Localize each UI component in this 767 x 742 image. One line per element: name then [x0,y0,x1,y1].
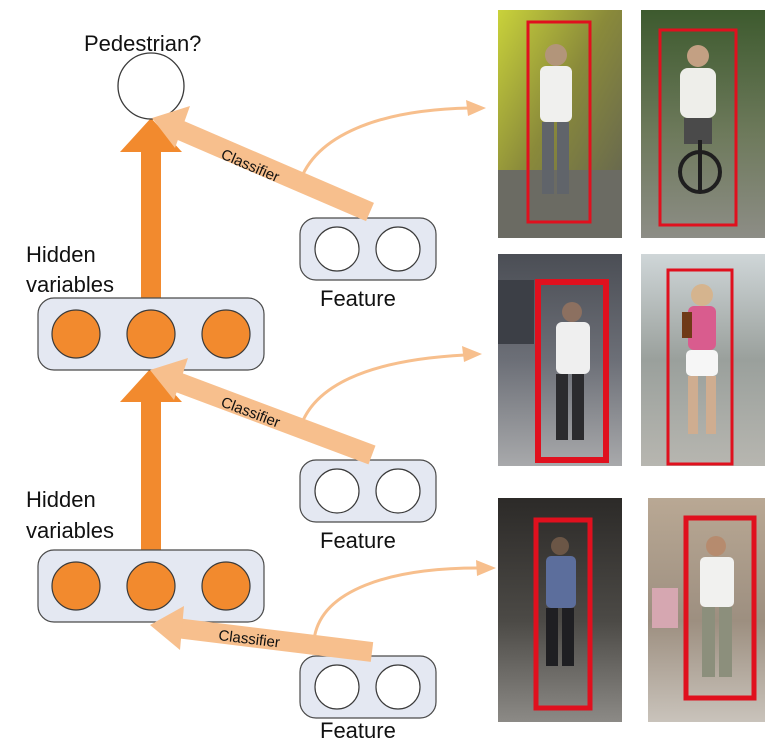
upward-arrow-bottom [120,368,182,550]
output-node [117,52,185,120]
hidden-node [201,309,251,359]
hidden-node [51,309,101,359]
feature-label-top: Feature [320,286,396,311]
hidden-label-lower-line2: variables [26,518,114,543]
photo-pedestrian-walking-yellow-wall [498,10,622,238]
connector-arrow-bottom [312,560,496,641]
classifier-arrow-top [152,106,374,222]
photo-pedestrian-dark-street [498,498,622,722]
hidden-label-lower-line1: Hidden [26,487,96,512]
hidden-layer-lower [37,549,265,623]
feature-box-bottom [299,655,437,719]
hidden-node [51,561,101,611]
photo-pedestrian-walking-street [498,254,622,466]
hidden-node [201,561,251,611]
feature-box-top [299,217,437,281]
feature-label-bottom: Feature [320,718,396,742]
classifier-arrow-bottom [150,606,374,662]
upward-arrow-top [120,118,182,300]
photo-man-white-shirt-building [648,498,765,722]
output-label: Pedestrian? [84,31,201,56]
feature-box-middle [299,459,437,523]
connector-arrow-middle [296,346,482,437]
hidden-node [126,309,176,359]
photo-cyclist-on-street [641,10,765,238]
hidden-node [126,561,176,611]
hidden-label-upper-line2: variables [26,272,114,297]
hidden-layer-upper [37,297,265,371]
feature-label-middle: Feature [320,528,396,553]
connector-arrow-top [296,100,486,189]
photo-woman-walking-pink-top [641,254,765,466]
classifier-arrow-middle [150,358,376,465]
hidden-label-upper-line1: Hidden [26,242,96,267]
